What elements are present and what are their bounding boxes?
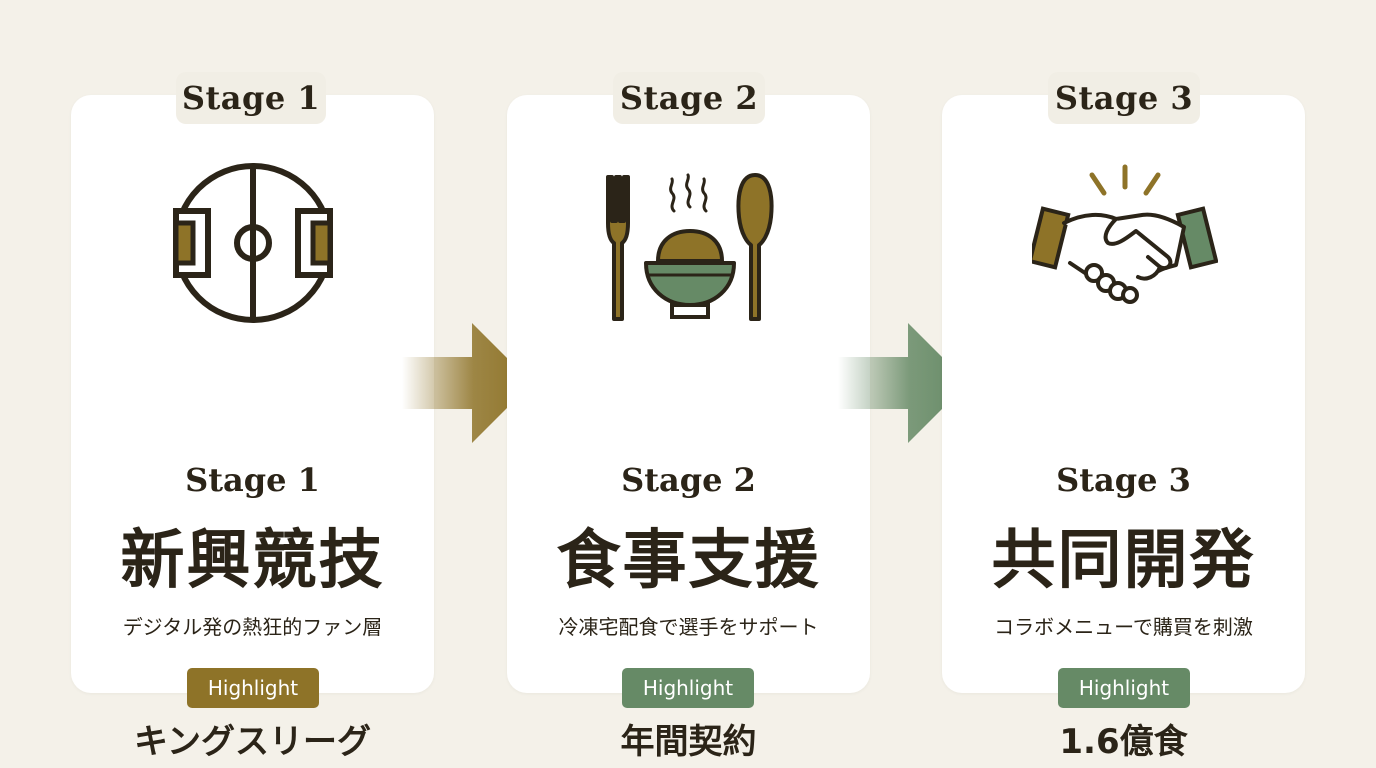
stage-card-2: Stage 2 食事支援 冷凍宅配食で選手をサポート Highlight 年間契…: [507, 95, 870, 762]
stage-subtitle: デジタル発の熱狂的ファン層: [122, 615, 383, 639]
stage-tab-2: Stage 2: [613, 72, 765, 124]
highlight-badge: Highlight: [622, 668, 754, 708]
highlight-badge: Highlight: [187, 668, 319, 708]
stage-label: Stage 2: [621, 461, 756, 499]
stage-tab-3: Stage 3: [1048, 72, 1200, 124]
stage-label: Stage 1: [185, 461, 320, 499]
stage-label: Stage 3: [1056, 461, 1191, 499]
stage-subtitle: コラボメニューで購買を刺激: [994, 615, 1253, 639]
stage-card-1: Stage 1 新興競技 デジタル発の熱狂的ファン層 Highlight キング…: [71, 95, 434, 762]
meal-icon: [602, 173, 778, 329]
highlight-value: 1.6億食: [1059, 722, 1188, 762]
stage-tab-1: Stage 1: [176, 72, 326, 124]
arrow-right-icon: [838, 323, 970, 447]
handshake-icon: [1027, 161, 1219, 315]
stage-subtitle: 冷凍宅配食で選手をサポート: [558, 615, 819, 639]
stage-title: 食事支援: [556, 523, 821, 598]
arrow-right-icon: [402, 323, 534, 447]
stage-title: 共同開発: [991, 523, 1256, 598]
stage-card-3: Stage 3 共同開発 コラボメニューで購買を刺激 Highlight 1.6…: [942, 95, 1305, 762]
highlight-value: 年間契約: [620, 722, 757, 762]
highlight-badge: Highlight: [1058, 668, 1190, 708]
soccer-field-icon: [171, 161, 335, 329]
highlight-value: キングスリーグ: [134, 722, 371, 762]
stage-title: 新興競技: [120, 523, 385, 598]
